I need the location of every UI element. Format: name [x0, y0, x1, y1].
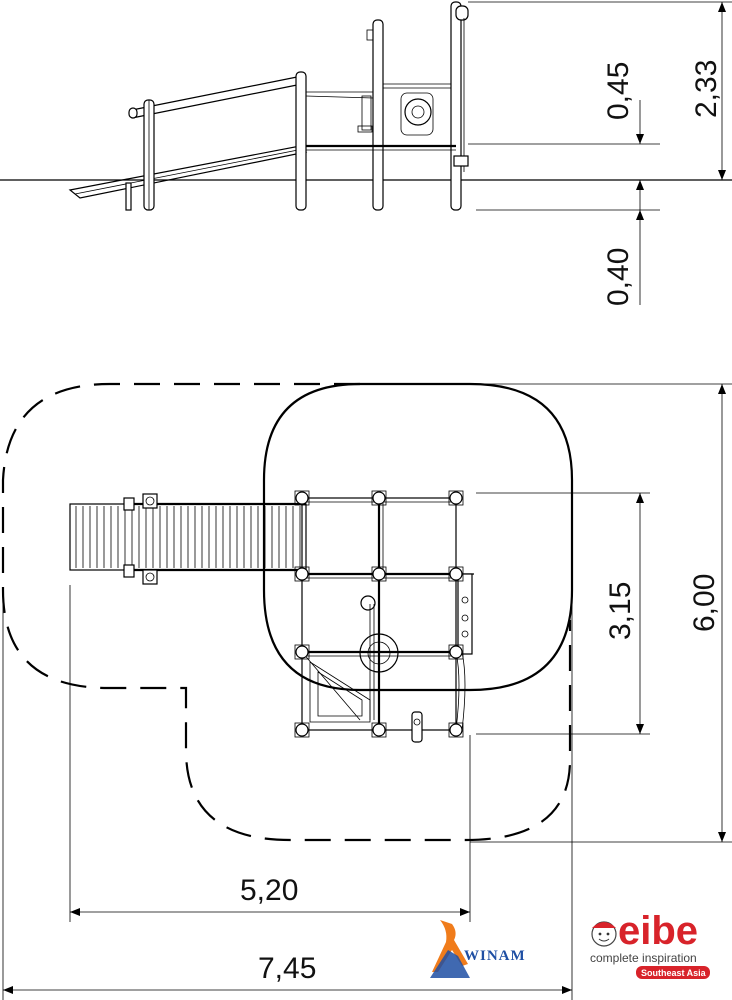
tower-post	[295, 645, 309, 659]
tower-post-base	[294, 644, 310, 660]
tower-post	[372, 723, 386, 737]
tower-post	[295, 567, 309, 581]
winam-logo: WINAM	[430, 920, 526, 978]
steering-wheel-plan	[359, 633, 399, 673]
tower-post-base	[371, 722, 387, 738]
tower-post-base	[448, 722, 464, 738]
dim-safety-depth: 6,00	[688, 574, 721, 632]
dim-foundation-depth: 0,40	[602, 248, 635, 306]
structure-fall-zone	[262, 382, 574, 692]
safety-zone-outline	[1, 382, 572, 842]
tower-post	[295, 723, 309, 737]
tower-plan	[294, 490, 474, 743]
eibe-tagline: complete inspiration	[590, 951, 697, 965]
dim-total-height: 2,33	[690, 60, 723, 118]
eibe-region-badge	[636, 966, 710, 979]
plan-view: 3,15 6,00 5,20 7,45	[1, 382, 732, 1000]
tower-post-base	[294, 566, 310, 582]
dim-structure-width: 5,20	[240, 874, 298, 907]
tower-post	[449, 645, 463, 659]
tower-post	[372, 567, 386, 581]
tower-post-base	[371, 490, 387, 506]
handrail-side	[128, 75, 303, 211]
tower-post	[449, 491, 463, 505]
eibe-wordmark: eibe	[618, 909, 698, 953]
side-dimension-lines	[468, 1, 732, 305]
dim-structure-depth: 3,15	[604, 582, 637, 640]
ramp-plan	[69, 493, 307, 585]
tower-post-base	[294, 722, 310, 738]
tower-post	[449, 567, 463, 581]
tower-post	[449, 723, 463, 737]
tower-side	[295, 1, 469, 211]
dim-deck-height: 0,45	[602, 62, 635, 120]
eibe-region: Southeast Asia	[641, 968, 707, 978]
steering-wheel-side	[404, 98, 432, 126]
winam-wordmark: WINAM	[464, 948, 526, 964]
tower-post	[295, 491, 309, 505]
tower-post-base	[448, 644, 464, 660]
dim-safety-width: 7,45	[258, 952, 316, 985]
ramp-slats	[75, 506, 301, 568]
plan-dimension-lines	[2, 383, 732, 1000]
eibe-face-icon	[591, 921, 617, 947]
side-elevation: 0,45 2,33 0,40	[0, 1, 732, 306]
ramp-side	[68, 145, 308, 211]
tower-post	[372, 491, 386, 505]
eibe-logo: eibe complete inspiration Southeast Asia	[590, 909, 710, 979]
tower-posts	[294, 490, 464, 738]
tower-post-base	[294, 490, 310, 506]
tower-post-base	[448, 566, 464, 582]
tower-post-base	[448, 490, 464, 506]
tower-post-base	[371, 566, 387, 582]
